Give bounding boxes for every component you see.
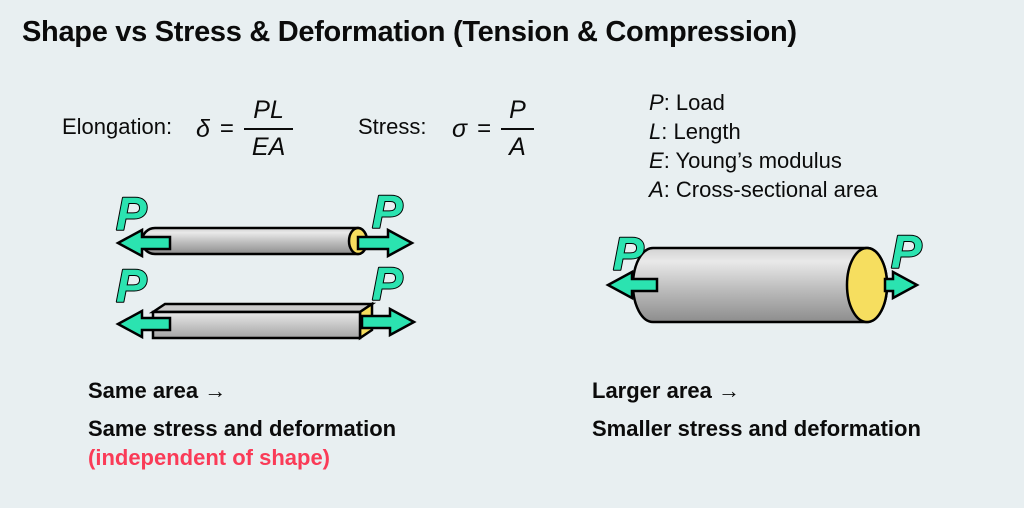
- tension-arrow-left: [115, 227, 172, 259]
- elongation-label: Elongation:: [62, 114, 173, 139]
- variable-symbol: A: [649, 177, 664, 202]
- variable-symbol: L: [649, 119, 662, 144]
- load-label: P: [372, 258, 403, 310]
- variable-symbol: P: [649, 90, 664, 115]
- load-label: P: [116, 260, 147, 312]
- variable-description: : Length: [661, 119, 741, 144]
- load-label: P: [116, 188, 147, 240]
- tension-arrow-right: [356, 227, 415, 259]
- load-label: P: [372, 186, 403, 238]
- cylinder-end-face: [845, 246, 889, 324]
- fraction-denominator: EA: [251, 133, 286, 161]
- equals-sign: =: [219, 115, 234, 142]
- elongation-symbol: δ: [196, 114, 210, 143]
- legend-item-length: L: Length: [649, 117, 878, 146]
- variable-description: : Load: [663, 90, 725, 115]
- thin-cylinder-diagram: P P: [115, 185, 415, 259]
- fraction-numerator: PL: [243, 95, 294, 130]
- fraction-numerator: P: [501, 95, 534, 130]
- tension-arrow-right: [360, 306, 417, 338]
- tension-arrow-left: [115, 308, 172, 340]
- square-bar-diagram: P P: [115, 257, 417, 341]
- equals-sign: =: [477, 115, 492, 142]
- variable-description: : Young’s modulus: [663, 148, 842, 173]
- page-title: Shape vs Stress & Deformation (Tension &…: [22, 16, 797, 48]
- caption-larger-area: Larger area →: [592, 378, 740, 403]
- stress-label: Stress:: [358, 114, 427, 139]
- cylinder-body: [140, 226, 369, 256]
- legend-item-youngs-modulus: E: Young’s modulus: [649, 146, 878, 175]
- legend-item-area: A: Cross-sectional area: [649, 175, 878, 204]
- legend-item-load: P: Load: [649, 88, 878, 117]
- caption-same-stress: Same stress and deformation: [88, 416, 397, 441]
- tension-arrow-left: [605, 269, 659, 301]
- elongation-formula: δ = PL EA: [196, 92, 294, 166]
- square-bar-front-face: [151, 310, 362, 340]
- variable-legend: P: Load L: Length E: Young’s modulus A: …: [649, 88, 878, 204]
- tension-arrow-right: [883, 269, 920, 301]
- large-cylinder-diagram: P P: [605, 225, 923, 324]
- caption-smaller-stress: Smaller stress and deformation: [592, 416, 921, 441]
- load-label: P: [891, 226, 922, 278]
- stress-formula: σ = P A: [452, 92, 534, 166]
- stress-symbol: σ: [452, 114, 468, 143]
- load-label: P: [613, 228, 644, 280]
- variable-description: : Cross-sectional area: [663, 177, 878, 202]
- elongation-fraction: PL EA: [243, 95, 294, 163]
- caption-same-area: Same area →: [88, 378, 227, 403]
- caption-independent-of-shape: (independent of shape): [88, 445, 330, 470]
- variable-symbol: E: [649, 148, 664, 173]
- stress-fraction: P A: [501, 95, 534, 163]
- fraction-denominator: A: [509, 133, 526, 161]
